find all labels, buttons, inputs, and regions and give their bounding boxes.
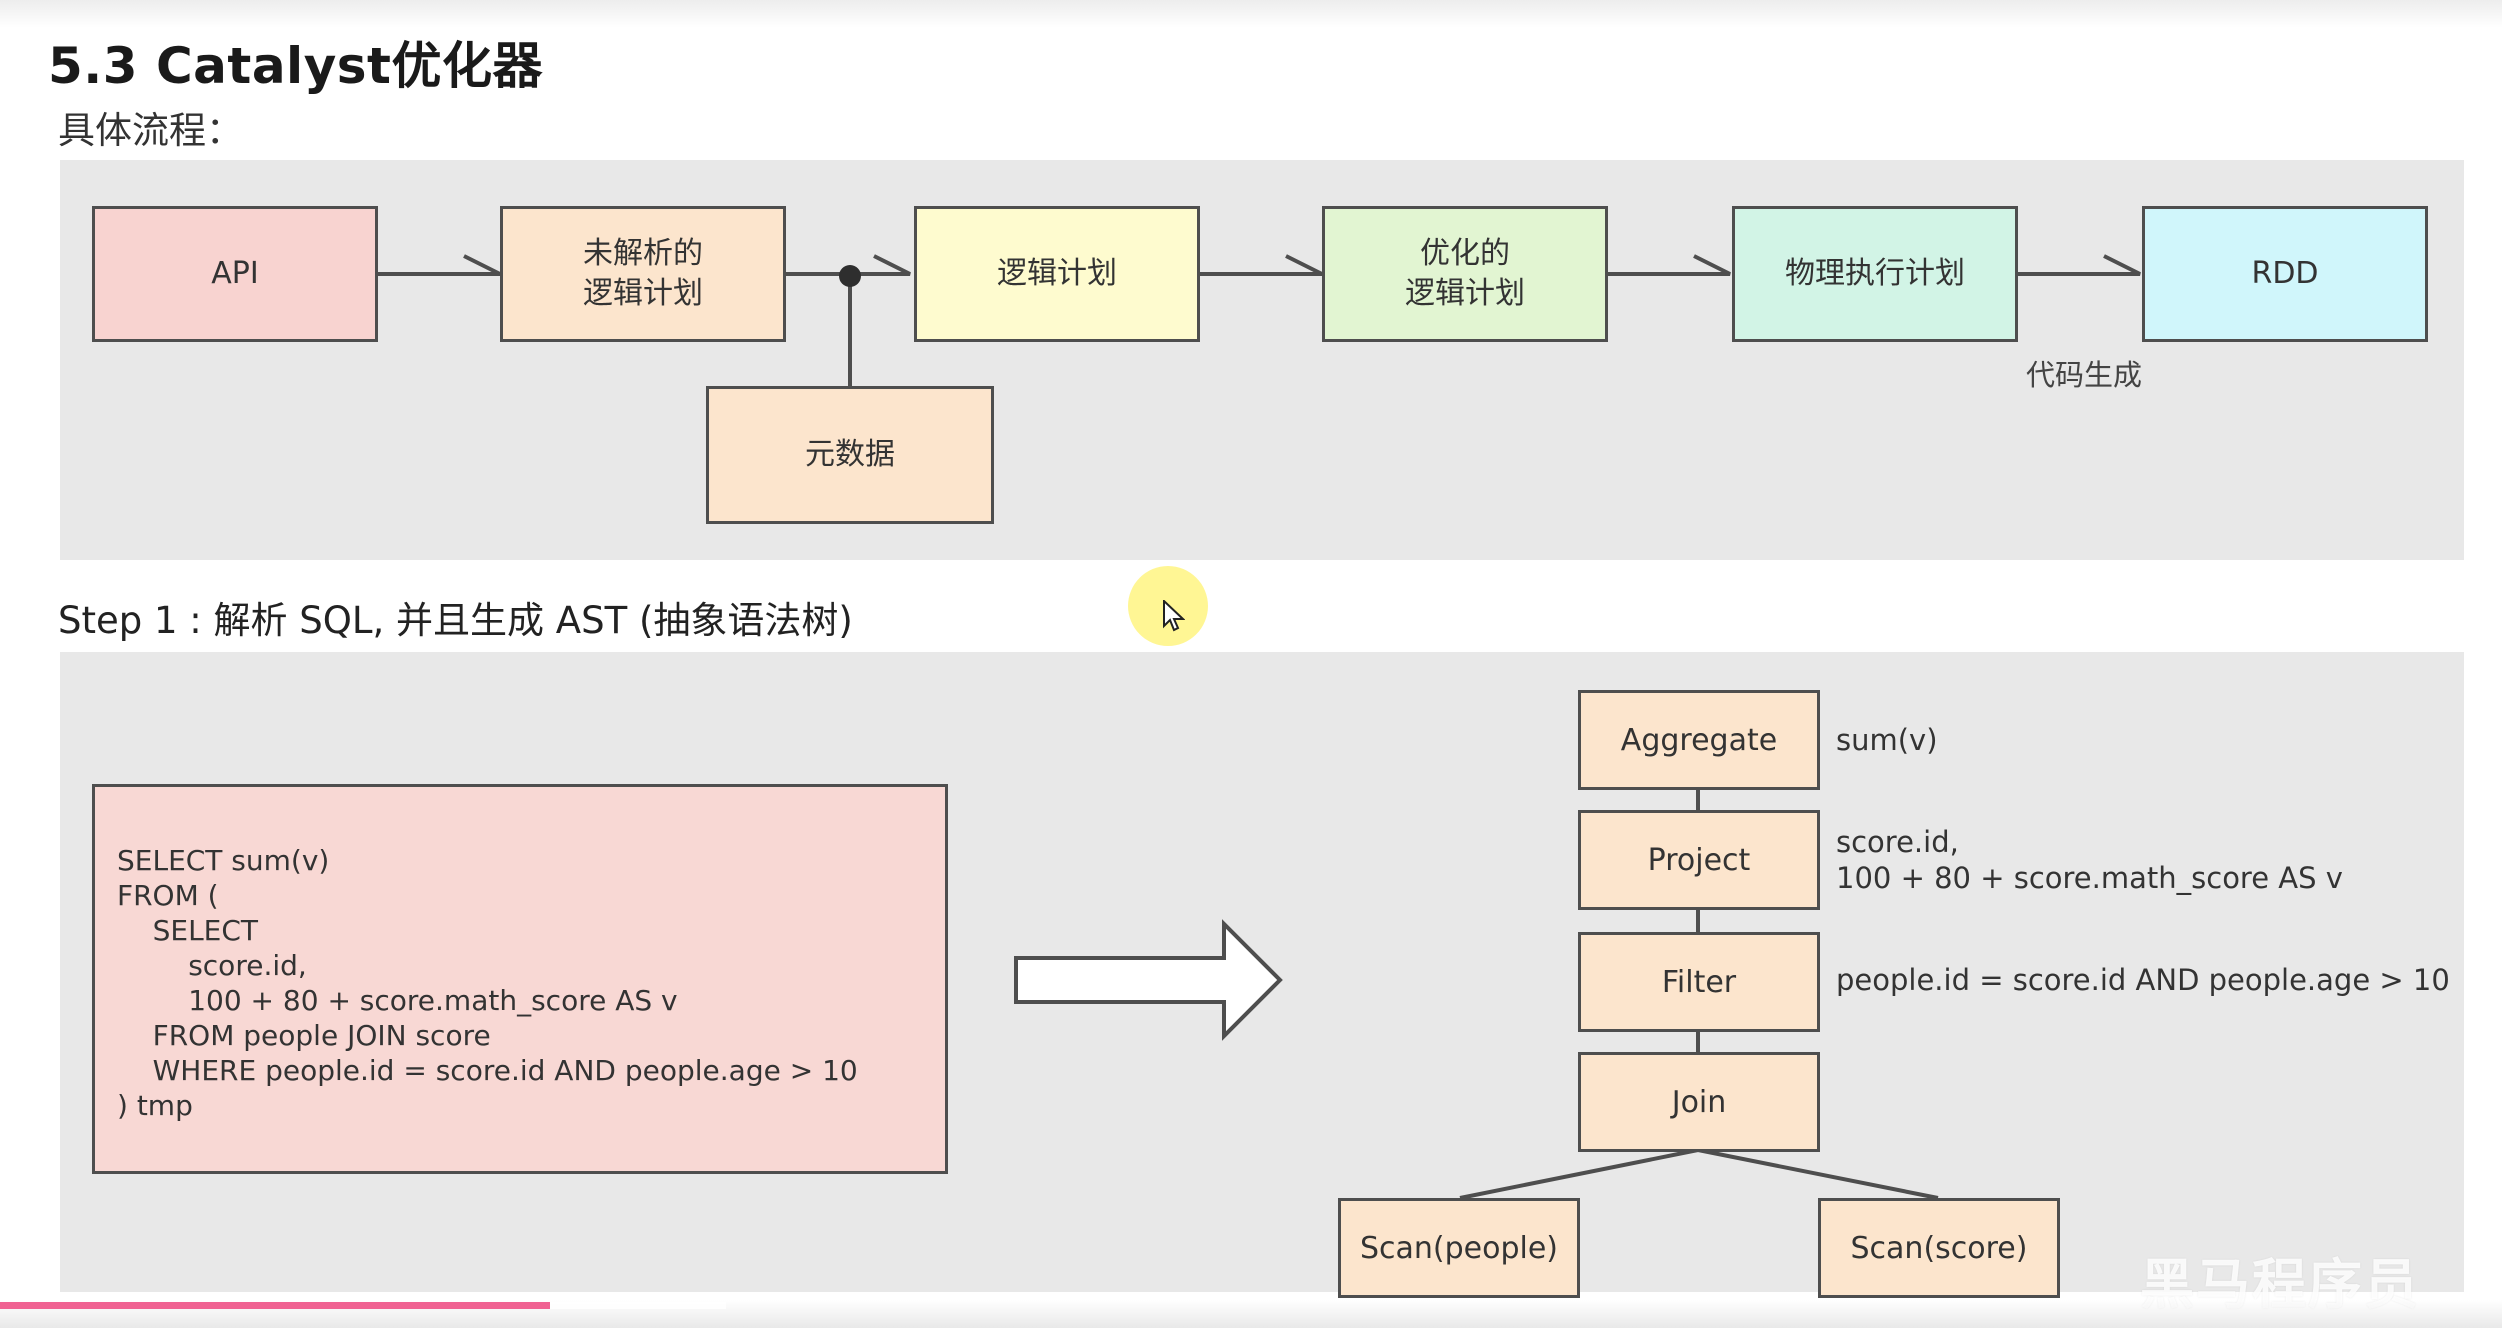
sql-line: FROM people JOIN score (117, 1019, 491, 1052)
ast-node-label: Aggregate (1620, 722, 1778, 758)
ast-node-project: Project (1578, 810, 1820, 910)
ast-node-label: Filter (1661, 964, 1737, 1000)
sql-line: 100 + 80 + score.math_score AS v (117, 984, 678, 1017)
sql-line: ) tmp (117, 1089, 193, 1122)
flow-node-unresolved-logical-plan: 未解析的 逻辑计划 (500, 206, 786, 342)
flow-node-api: API (92, 206, 378, 342)
ast-node-scan-people: Scan(people) (1338, 1198, 1580, 1298)
ast-expr-aggregate: sum(v) (1836, 723, 1938, 757)
flow-node-physical-plan: 物理执行计划 (1732, 206, 2018, 342)
ast-node-label: Join (1671, 1084, 1727, 1120)
ast-node-label: Scan(people) (1359, 1230, 1559, 1266)
flow-panel: API 未解析的 逻辑计划 逻辑计划 优化的 逻辑计划 物理执行计划 RDD 元… (60, 160, 2464, 560)
ast-node-aggregate: Aggregate (1578, 690, 1820, 790)
sql-code-box: SELECT sum(v) FROM ( SELECT score.id, 10… (92, 784, 948, 1174)
flow-subtitle: 具体流程： (58, 109, 243, 152)
flow-node-optimized-logical-plan: 优化的 逻辑计划 (1322, 206, 1608, 342)
cursor-arrow-icon (1163, 600, 1185, 632)
ast-node-join: Join (1578, 1052, 1820, 1152)
step1-title: Step 1 : 解析 SQL, 并且生成 AST (抽象语法树) (58, 599, 853, 642)
flow-node-metadata: 元数据 (706, 386, 994, 524)
flow-node-rdd-label: RDD (2251, 256, 2319, 291)
flow-junction-dot (839, 265, 861, 287)
page-title: 5.3 Catalyst优化器 (48, 37, 543, 95)
flow-node-api-label: API (211, 256, 259, 291)
sql-line: FROM ( (117, 879, 219, 912)
sql-line: SELECT (117, 914, 259, 947)
flow-connectors (378, 254, 2141, 388)
flow-node-rdd: RDD (2142, 206, 2428, 342)
ast-expr-project: score.id, 100 + 80 + score.math_score AS… (1836, 825, 2343, 895)
flow-node-unresolved-label: 未解析的 逻辑计划 (583, 236, 703, 311)
ast-expr-filter: people.id = score.id AND people.age > 10 (1836, 963, 2450, 997)
flow-node-logical-label: 逻辑计划 (997, 256, 1117, 291)
ast-node-label: Scan(score) (1850, 1230, 2028, 1266)
flow-node-logical-plan: 逻辑计划 (914, 206, 1200, 342)
top-bar (0, 0, 2502, 28)
sql-line: score.id, (117, 949, 307, 982)
video-progress-played (0, 1302, 551, 1309)
sql-line: SELECT sum(v) (117, 844, 330, 877)
ast-node-scan-score: Scan(score) (1818, 1198, 2060, 1298)
ast-node-label: Project (1647, 842, 1751, 878)
sql-line: WHERE people.id = score.id AND people.ag… (117, 1054, 858, 1087)
flow-node-metadata-label: 元数据 (805, 437, 895, 472)
ast-node-filter: Filter (1578, 932, 1820, 1032)
flow-node-optimized-label: 优化的 逻辑计划 (1405, 236, 1525, 311)
flow-node-physical-label: 物理执行计划 (1785, 256, 1965, 291)
codegen-caption: 代码生成 (2026, 358, 2143, 392)
video-progress-bar[interactable] (0, 1302, 2502, 1309)
